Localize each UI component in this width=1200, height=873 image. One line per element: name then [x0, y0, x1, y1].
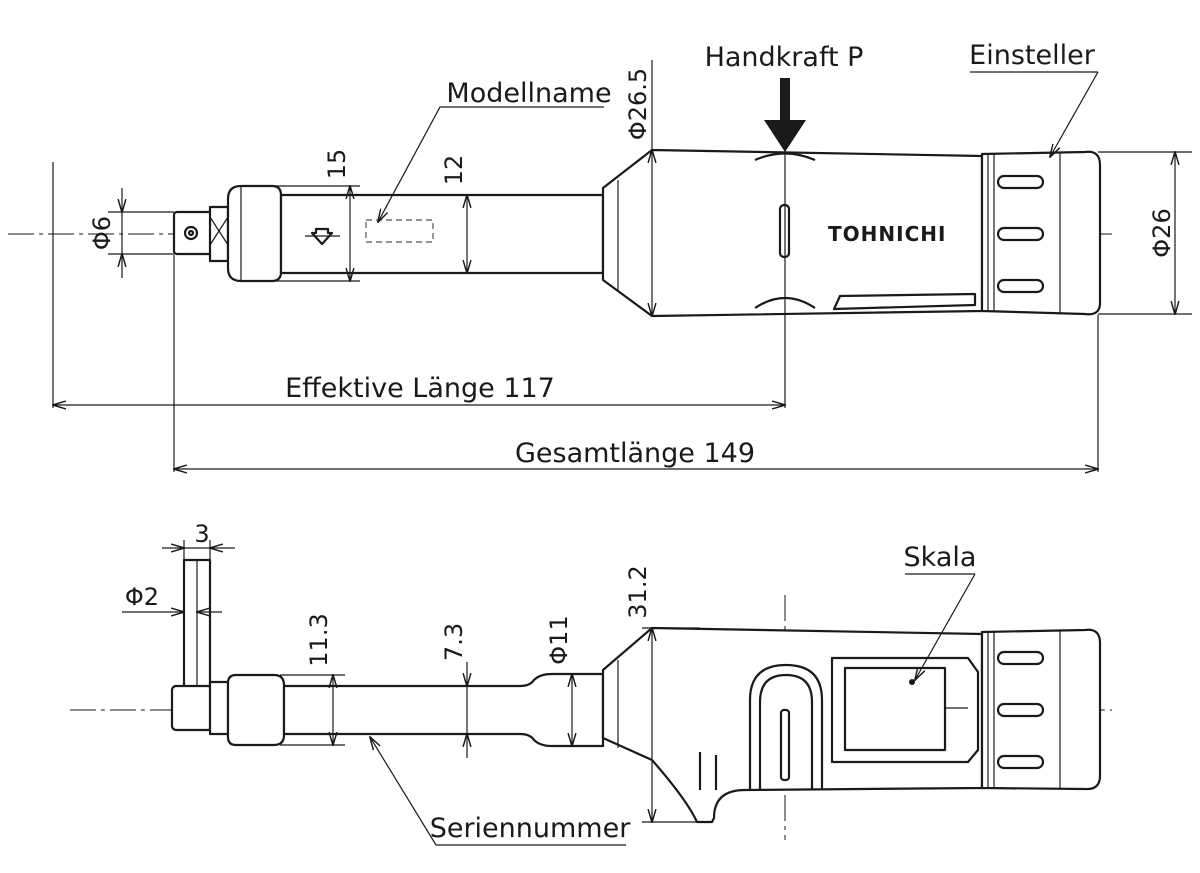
- adjuster-top: [980, 150, 1102, 316]
- brand-logo: TOHNICHI: [828, 222, 946, 246]
- scale-label: Skala: [904, 542, 977, 573]
- scale-window: [843, 666, 947, 752]
- dim-dia-11-label: Φ11: [545, 615, 573, 664]
- top-view: TOHNICHI: [8, 40, 1192, 472]
- dim-height-11-3-label: 11.3: [305, 613, 333, 666]
- leader-model-name: [378, 106, 604, 222]
- model-name-plate: [365, 219, 434, 243]
- total-length-label: Gesamtlänge 149: [515, 438, 755, 469]
- hand-force-arrow-icon: [764, 120, 806, 152]
- dim-width-3-label: 3: [194, 520, 209, 548]
- adjuster-side: [980, 628, 1102, 791]
- shaft-side: [282, 672, 605, 748]
- direction-arrow-icon: [310, 227, 334, 246]
- grip-side: [601, 626, 984, 824]
- square-drive-top: [172, 205, 230, 263]
- dim-dia-2-label: Φ2: [125, 583, 159, 611]
- grip-top: TOHNICHI: [601, 148, 984, 318]
- side-view: Skala Seriennummer 3 Φ2 11.3 7.3 Φ11 31.…: [70, 520, 1112, 846]
- head-side: [226, 673, 286, 747]
- dim-height-15-label: 15: [323, 149, 351, 180]
- model-name-label: Modellname: [446, 78, 611, 109]
- square-drive-side: [170, 558, 230, 736]
- serial-number-label: Seriennummer: [430, 813, 632, 844]
- head-hex-top: [226, 184, 283, 283]
- dim-dia-26-label: Φ26: [1148, 208, 1176, 257]
- leader-serial-number: [370, 737, 626, 846]
- dim-dia-6-label: Φ6: [88, 216, 116, 250]
- dim-dia-26-5-label: Φ26.5: [624, 68, 652, 140]
- dim-height-31-2-label: 31.2: [624, 565, 652, 618]
- hand-force-arrow-shaft: [780, 78, 790, 124]
- leader-adjuster: [970, 71, 1099, 157]
- leader-scale: [905, 573, 976, 680]
- effective-length-label: Effektive Länge 117: [285, 373, 555, 404]
- dim-height-12-label: 12: [440, 155, 468, 186]
- hand-force-label: Handkraft P: [705, 42, 864, 73]
- dim-height-7-3-label: 7.3: [440, 623, 468, 661]
- adjuster-label: Einsteller: [969, 40, 1096, 71]
